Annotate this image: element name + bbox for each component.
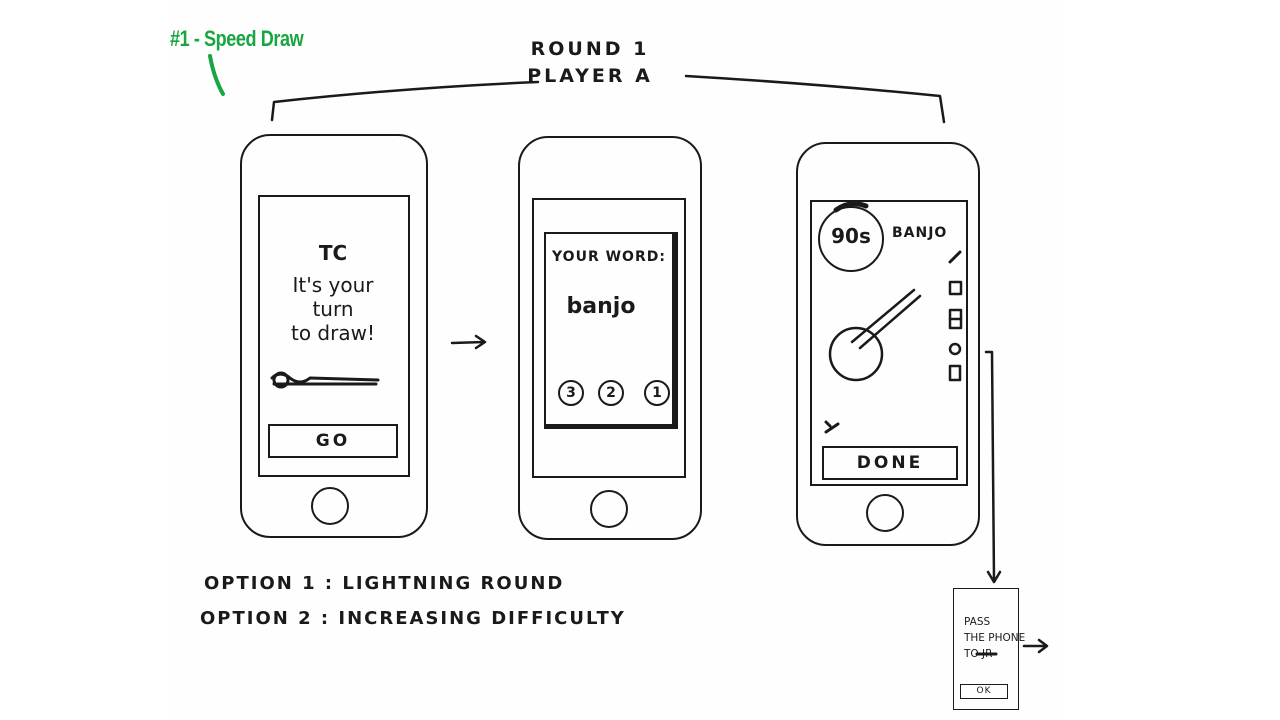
your-word-heading: YOUR WORD: (552, 249, 666, 265)
option-2-colon: : (320, 608, 339, 629)
pencil-icon (948, 250, 962, 264)
arrow-right-2 (1022, 638, 1049, 654)
player-name: PLAYER A (527, 65, 653, 87)
phone-2-screen (532, 198, 686, 478)
ok-button[interactable]: OK (960, 684, 1008, 699)
turn-message-2: turn (312, 297, 354, 321)
countdown-1: 1 (644, 380, 670, 406)
countdown-2: 2 (598, 380, 624, 406)
brush-icon (824, 420, 840, 434)
phone-3 (796, 142, 980, 546)
pass-line-1: PASS (964, 616, 991, 628)
phone-1-screen (258, 195, 410, 477)
scribble-circle (272, 371, 290, 389)
round-bracket-left (270, 80, 540, 122)
phone-2-home-button (590, 490, 628, 528)
trash-icon (948, 364, 962, 382)
player-initials: TC (318, 241, 348, 265)
timer-label: 90s (831, 224, 871, 248)
option-1-value: LIGHTNING ROUND (342, 573, 565, 594)
banjo-body (828, 326, 884, 382)
phone-1-home-button (311, 487, 349, 525)
countdown-3: 3 (558, 380, 584, 406)
option-1-colon: : (324, 573, 343, 594)
timer-progress (833, 201, 869, 213)
drawing-word: BANJO (892, 225, 948, 241)
done-button[interactable]: DONE (822, 446, 958, 480)
arrow-right-1 (450, 334, 487, 350)
phone-3-home-button (866, 494, 904, 532)
round-bracket-right (684, 74, 946, 124)
sketch-paper (170, 0, 1058, 720)
word-to-draw: banjo (566, 294, 636, 319)
word-card (544, 232, 678, 429)
square-tool-icon (948, 280, 963, 296)
color-icon (948, 342, 962, 356)
pass-line-2: THE PHONE (964, 632, 1026, 644)
round-label: ROUND 1 PLAYER A (510, 36, 670, 90)
turn-message-3: to draw! (291, 321, 375, 345)
phone-1 (240, 134, 428, 538)
title-doodle (208, 54, 225, 96)
round-number: ROUND 1 (530, 38, 650, 60)
option-1-label: OPTION 1 (204, 573, 317, 594)
countdown: 3 2 1 (558, 380, 670, 406)
timer-ring (818, 206, 884, 272)
go-button[interactable]: GO (268, 424, 398, 458)
arrow-down (984, 350, 1002, 584)
phone-2 (518, 136, 702, 540)
option-2-label: OPTION 2 (200, 608, 313, 629)
option-2-value: INCREASING DIFFICULTY (338, 608, 626, 629)
option-2: OPTION 2 : INCREASING DIFFICULTY (200, 608, 626, 629)
option-1: OPTION 1 : LIGHTNING ROUND (204, 573, 564, 594)
sketch-title: #1 - Speed Draw (170, 26, 304, 51)
banjo-neck (850, 288, 922, 350)
turn-message-1: It's your (292, 273, 374, 297)
pass-phone-screen (953, 588, 1019, 710)
phone-3-screen (810, 200, 968, 486)
